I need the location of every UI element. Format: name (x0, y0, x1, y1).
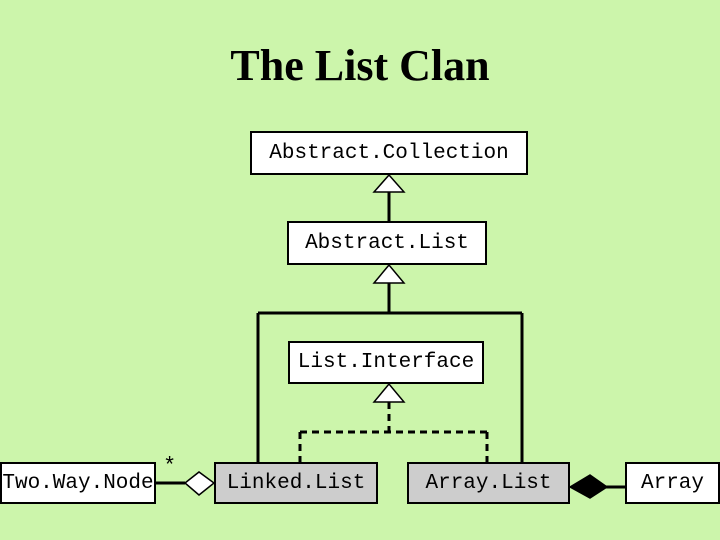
aggregation-diamond (183, 471, 216, 496)
realization-arrow-list-interface (372, 382, 406, 403)
class-abstract-collection: Abstract.Collection (250, 131, 528, 175)
composition-diamond (568, 474, 609, 499)
class-list-interface: List.Interface (288, 341, 484, 384)
inheritance-arrow-abstract-list (372, 263, 406, 284)
slide-title: The List Clan (230, 41, 490, 90)
class-two-way-node: Two.Way.Node (0, 462, 156, 504)
class-array-list: Array.List (407, 462, 570, 504)
multiplicity-label: * (163, 454, 177, 479)
class-array: Array (625, 462, 720, 504)
class-abstract-list: Abstract.List (287, 221, 487, 265)
class-linked-list: Linked.List (214, 462, 378, 504)
inheritance-arrow-abstract-collection (372, 173, 406, 193)
